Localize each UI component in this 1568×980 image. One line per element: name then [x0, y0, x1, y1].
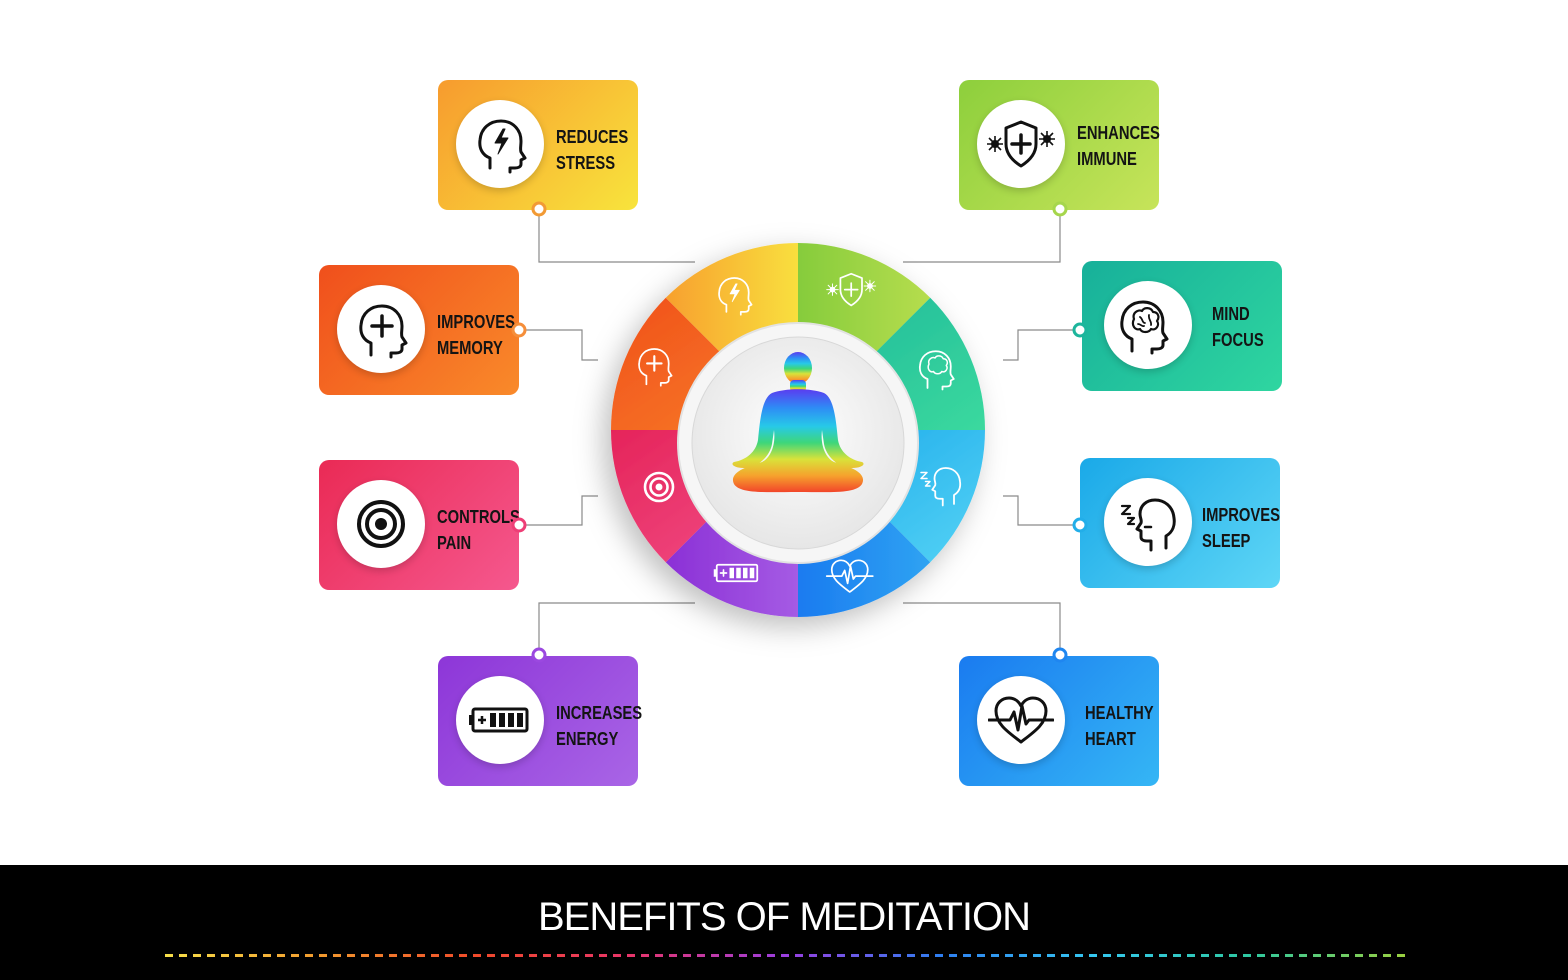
connector-enhances-immune [903, 216, 1061, 263]
card-icon-disc [1104, 281, 1192, 369]
connector-controls-pain [526, 495, 598, 526]
ring-target-icon [643, 471, 675, 503]
battery-icon [469, 707, 529, 733]
card-icon-disc [977, 676, 1065, 764]
label-line-2: PAIN [437, 533, 472, 553]
card-icon-disc [337, 285, 425, 373]
label-line-1: ENHANCES [1077, 123, 1160, 143]
dot-controls-pain [511, 517, 527, 533]
benefit-label: IMPROVES MEMORY [437, 309, 515, 361]
benefit-label: IMPROVES SLEEP [1202, 502, 1280, 554]
connector-lines [526, 216, 1073, 648]
ring-head-sleep-icon [920, 467, 962, 507]
head-sleep-icon [1120, 498, 1176, 552]
card-icon-disc [1104, 478, 1192, 566]
ring-segment-icons [638, 272, 962, 593]
label-line-2: FOCUS [1212, 330, 1264, 350]
page-title: BENEFITS OF MEDITATION [537, 895, 1031, 939]
label-line-2: ENERGY [556, 729, 619, 749]
label-line-1: REDUCES [556, 127, 629, 147]
connector-reduces-stress [538, 216, 695, 263]
card-enhances-immune: ENHANCES IMMUNE [959, 80, 1160, 210]
label-line-1: IMPROVES [437, 312, 515, 332]
card-improves-sleep: IMPROVES SLEEP [1080, 458, 1280, 588]
card-icon-disc [337, 480, 425, 568]
label-line-2: SLEEP [1202, 531, 1251, 551]
connector-dots [511, 201, 1088, 663]
dot-improves-memory [511, 322, 527, 338]
benefit-label: ENHANCES IMMUNE [1077, 120, 1160, 172]
connector-healthy-heart [903, 602, 1061, 648]
card-controls-pain: CONTROLS PAIN [319, 460, 520, 590]
head-brain-icon [1120, 300, 1169, 355]
heartbeat-icon [988, 696, 1054, 744]
dot-reduces-stress [531, 201, 547, 217]
connector-improves-memory [526, 329, 598, 361]
connector-improves-sleep [1003, 495, 1073, 526]
card-icon-disc [977, 100, 1065, 188]
label-line-2: MEMORY [437, 338, 503, 358]
card-reduces-stress: REDUCES STRESS [438, 80, 638, 210]
benefits-ring [511, 201, 1088, 663]
label-line-1: CONTROLS [437, 507, 520, 527]
ring-head-brain-icon [918, 350, 955, 391]
label-line-1: HEALTHY [1085, 703, 1154, 723]
dot-healthy-heart [1052, 647, 1068, 663]
ring-head-lightning-icon [718, 277, 753, 316]
card-icon-disc [456, 100, 544, 188]
label-line-1: MIND [1212, 304, 1250, 324]
card-healthy-heart: HEALTHY HEART [959, 656, 1159, 786]
benefit-label: REDUCES STRESS [556, 124, 629, 176]
dot-enhances-immune [1052, 201, 1068, 217]
dot-mind-focus [1072, 322, 1088, 338]
dot-increases-energy [531, 647, 547, 663]
connector-increases-energy [538, 602, 695, 648]
card-improves-memory: IMPROVES MEMORY [319, 265, 519, 395]
head-plus-icon [359, 304, 408, 359]
label-line-1: IMPROVES [1202, 505, 1280, 525]
head-lightning-icon [478, 119, 527, 174]
target-icon [357, 500, 405, 548]
ring-shield-virus-icon [826, 272, 877, 307]
dot-improves-sleep [1072, 517, 1088, 533]
shield-virus-icon [987, 120, 1055, 168]
label-line-2: HEART [1085, 729, 1136, 749]
benefit-label: HEALTHY HEART [1085, 700, 1154, 752]
ring-heartbeat-icon [825, 559, 874, 593]
ring-battery-icon [713, 563, 759, 583]
infographic-stage: REDUCES STRESS IMPROVES MEMORY CONTROLS … [319, 80, 1282, 786]
meditation-figure-icon [732, 352, 864, 493]
label-line-2: IMMUNE [1077, 149, 1137, 169]
label-line-2: STRESS [556, 153, 616, 173]
benefit-label: CONTROLS PAIN [437, 504, 520, 556]
ring-head-plus-icon [638, 348, 673, 387]
footer-banner: BENEFITS OF MEDITATION [0, 865, 1568, 980]
connector-mind-focus [1003, 329, 1073, 361]
card-increases-energy: INCREASES ENERGY [438, 656, 642, 786]
card-icon-disc [456, 676, 544, 764]
benefit-label: MIND FOCUS [1212, 301, 1276, 353]
footer-dashed-rule-colored [165, 954, 1405, 957]
card-mind-focus: MIND FOCUS [1082, 261, 1282, 391]
